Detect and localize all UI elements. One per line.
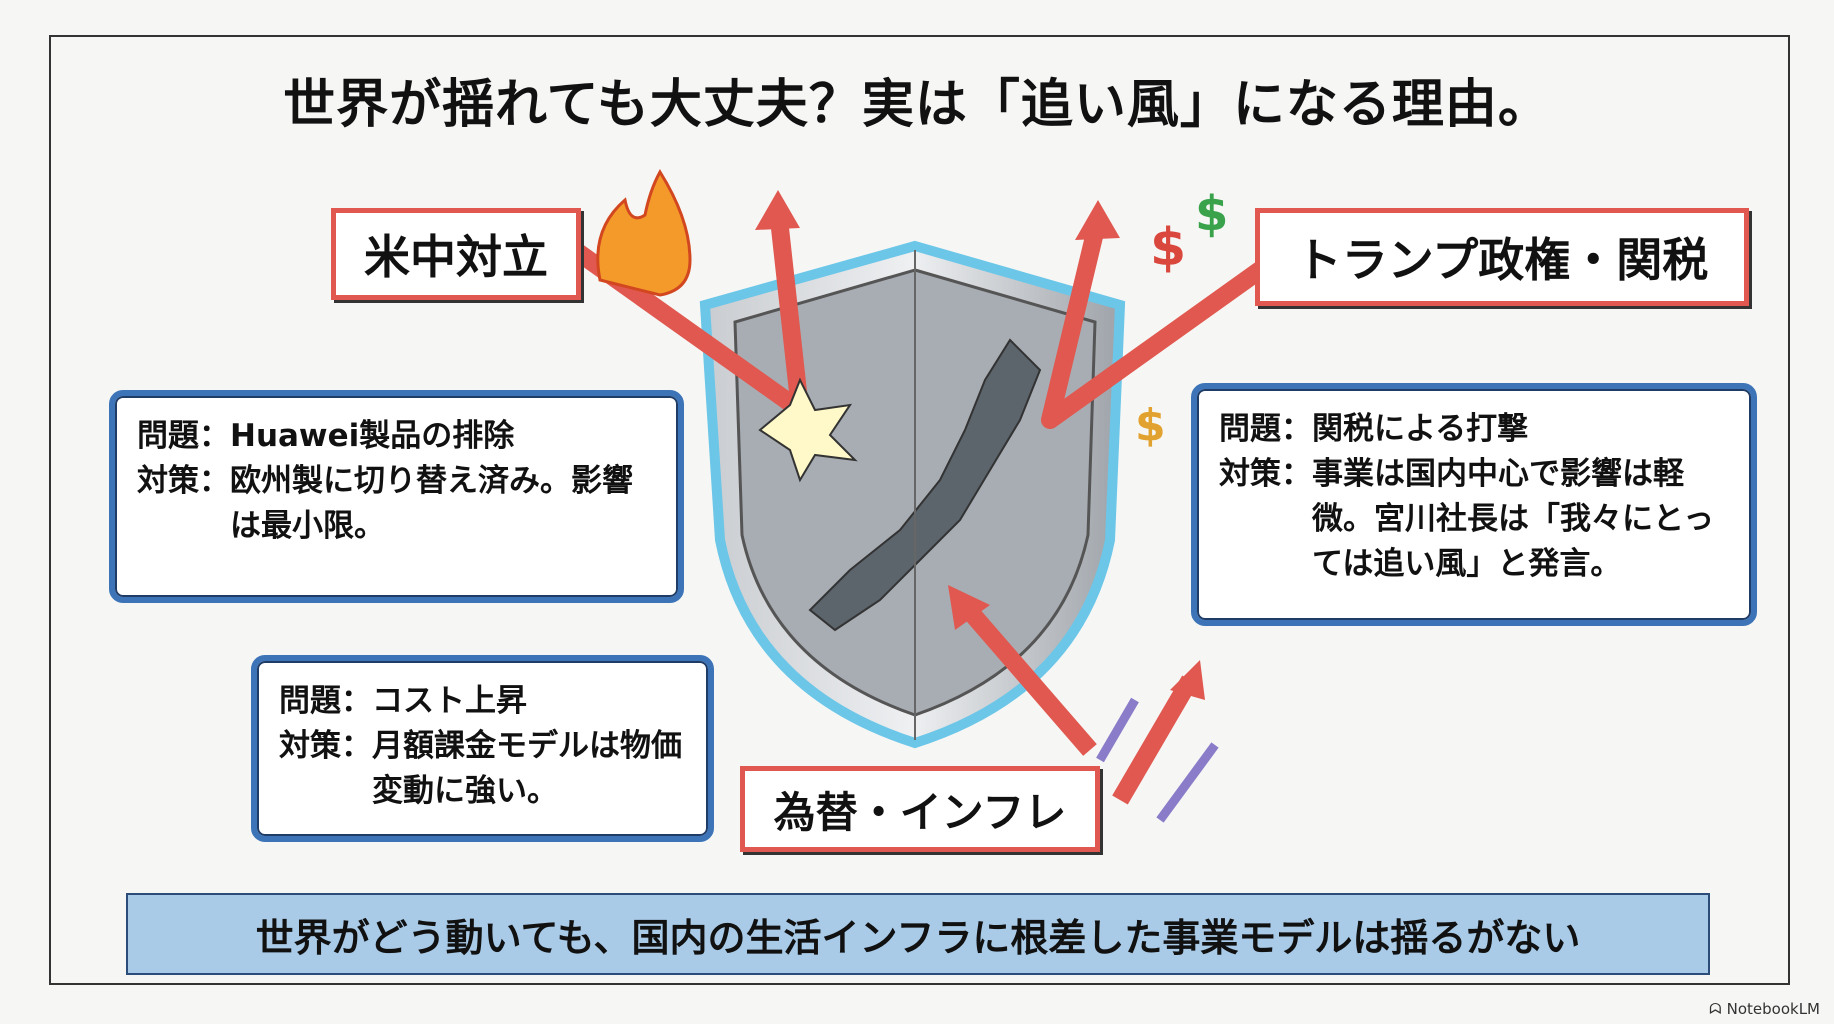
dollar-icon: $ — [1195, 186, 1228, 242]
problem-text: Huawei製品の排除 — [230, 418, 515, 454]
branding-text: NotebookLM — [1726, 1000, 1820, 1018]
speech-bubble-cost: 問題：コスト上昇 対策：月額課金モデルは物価変動に強い。 — [251, 655, 714, 842]
page-frame — [49, 35, 1790, 985]
risk-text: 米中対立 — [364, 230, 548, 284]
notebooklm-logo-icon: ᗣ — [1709, 1000, 1722, 1018]
speech-bubble-tariffs: 問題：関税による打撃 対策：事業は国内中心で影響は軽微。宮川社長は「我々にとって… — [1191, 383, 1757, 626]
problem-text: 関税による打撃 — [1312, 411, 1529, 447]
summary-text: 世界がどう動いても、国内の生活インフラに根差した事業モデルは揺るがない — [255, 915, 1581, 960]
risk-text: トランプ政権・関税 — [1295, 233, 1709, 287]
solution-label: 対策： — [1219, 455, 1312, 492]
solution-text: 欧州製に切り替え済み。影響は最小限。 — [230, 462, 633, 544]
problem-label: 問題： — [1219, 411, 1312, 447]
impact-burst-icon — [758, 377, 858, 483]
page-title: 世界が揺れても大丈夫？実は「追い風」になる理由。 — [283, 75, 1551, 135]
japan-map-icon — [808, 338, 1042, 632]
summary-banner: 世界がどう動いても、国内の生活インフラに根差した事業モデルは揺るがない — [126, 893, 1710, 975]
problem-label: 問題： — [137, 418, 230, 454]
dollar-icon: $ — [1135, 400, 1166, 451]
solution-text: 事業は国内中心で影響は軽微。宮川社長は「我々にとっては追い風」と発言。 — [1312, 455, 1715, 582]
risk-label-fx-inflation: 為替・インフレ — [740, 766, 1100, 852]
purple-arrow-icon — [1096, 697, 1219, 823]
risk-label-us-china: 米中対立 — [331, 208, 581, 300]
problem-text: コスト上昇 — [372, 683, 527, 719]
dollar-icon: $ — [1150, 218, 1186, 278]
speech-bubble-huawei: 問題：Huawei製品の排除 対策：欧州製に切り替え済み。影響は最小限。 — [109, 390, 684, 603]
problem-label: 問題： — [279, 683, 372, 719]
risk-text: 為替・インフレ — [773, 787, 1067, 837]
risk-label-trump-tariffs: トランプ政権・関税 — [1255, 208, 1749, 306]
solution-text: 月額課金モデルは物価変動に強い。 — [372, 727, 682, 809]
solution-label: 対策： — [279, 727, 372, 764]
fire-icon — [596, 169, 692, 297]
solution-label: 対策： — [137, 462, 230, 499]
